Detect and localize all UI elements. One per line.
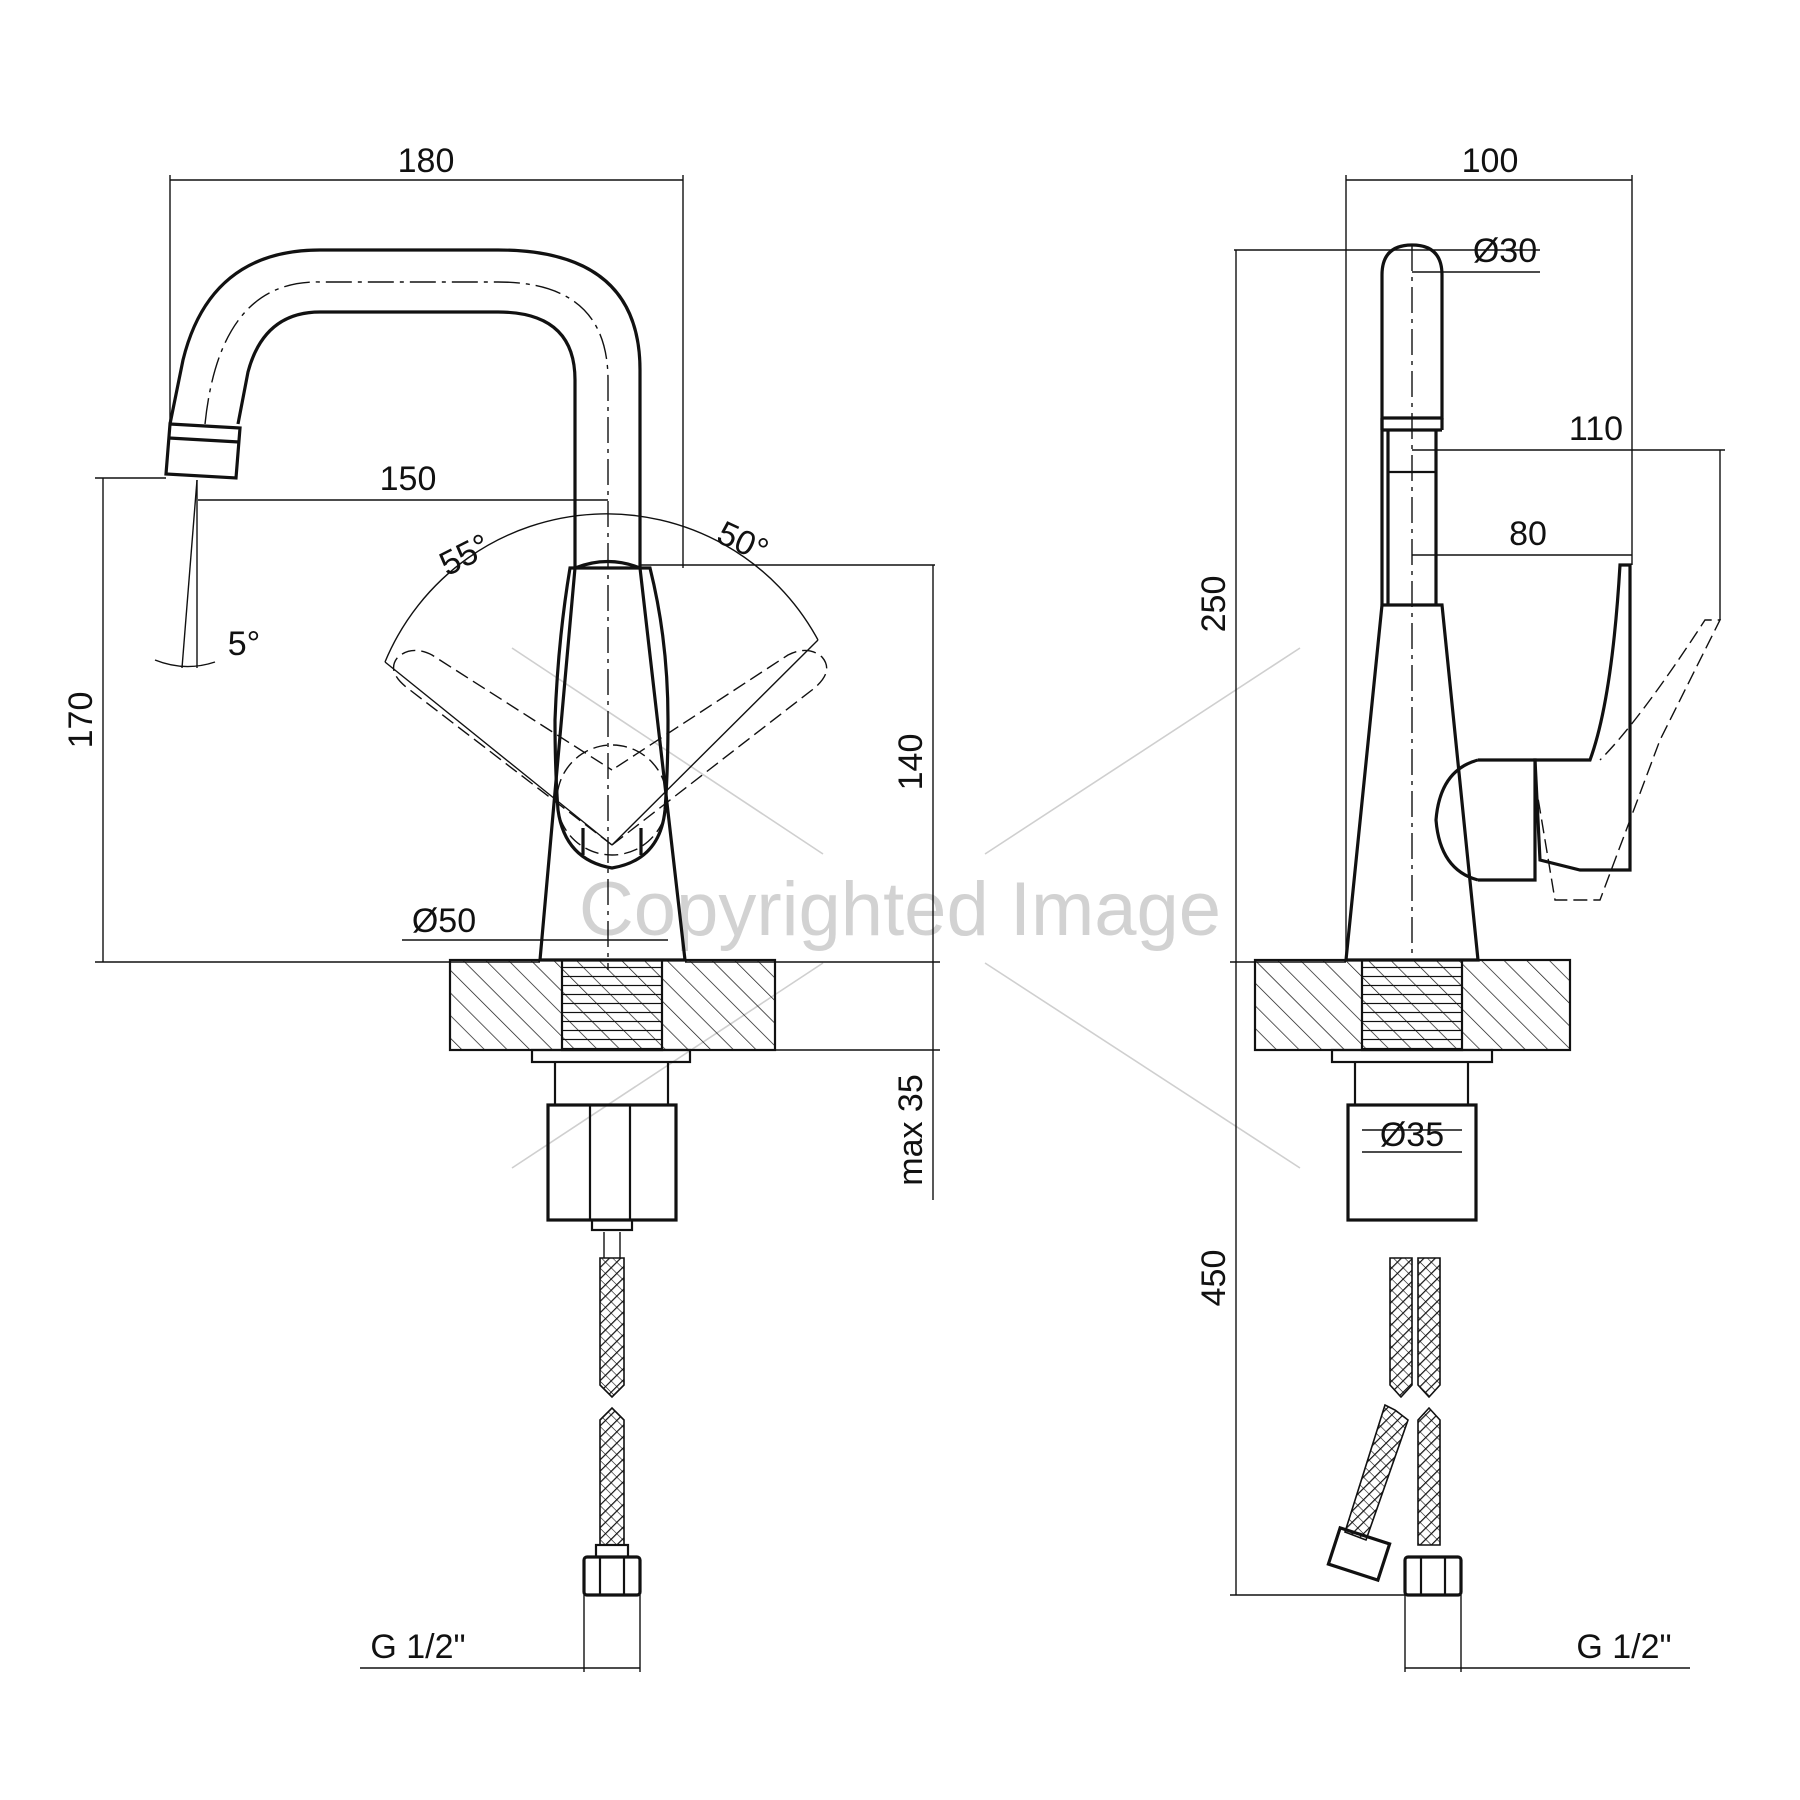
side-mounting-nut (1346, 1103, 1478, 1222)
lever-angle-left-label: 55° (433, 527, 496, 584)
front-hose-nut (582, 1555, 642, 1597)
lever-reach-max-label: 110 (1569, 410, 1623, 448)
spout-reach-label: 150 (380, 460, 437, 498)
spout-angle-label: 5° (228, 625, 261, 663)
side-body (1344, 603, 1537, 962)
side-counter-section (1253, 958, 1572, 1105)
side-lever (1533, 450, 1722, 901)
hose-length-label: 450 (1195, 1250, 1233, 1307)
max-counter-label: max 35 (892, 1074, 930, 1186)
spout-diameter-label: Ø30 (1473, 232, 1537, 270)
side-spout (1380, 243, 1444, 960)
base-diameter-label: Ø50 (412, 902, 476, 940)
side-hose-connection-label: G 1/2" (1576, 1628, 1671, 1666)
watermark: Copyrighted Image (511, 647, 1301, 1169)
front-spout (164, 248, 642, 970)
lever-angle-right-label: 50° (711, 514, 774, 570)
lever-angle-arc (384, 513, 819, 663)
watermark-text: Copyrighted Image (579, 867, 1221, 952)
front-counter-section (448, 958, 777, 1105)
front-hose-connection-label: G 1/2" (370, 1628, 465, 1666)
front-lever-ghosts (392, 649, 828, 856)
body-height-label: 140 (892, 734, 930, 791)
front-hose (594, 1232, 630, 1559)
front-body (538, 559, 687, 962)
lever-reach-label: 80 (1509, 515, 1547, 553)
side-view: Ø35 100 Ø30 110 80 250 (1195, 142, 1725, 1672)
side-hoses (1326, 1257, 1463, 1597)
spout-height-label: 170 (62, 692, 100, 749)
thread-diameter-label: Ø35 (1380, 1116, 1444, 1154)
front-width-label: 180 (398, 142, 455, 180)
side-width-label: 100 (1462, 142, 1519, 180)
front-mounting-nut (546, 1103, 678, 1232)
total-height-label: 250 (1195, 576, 1233, 633)
